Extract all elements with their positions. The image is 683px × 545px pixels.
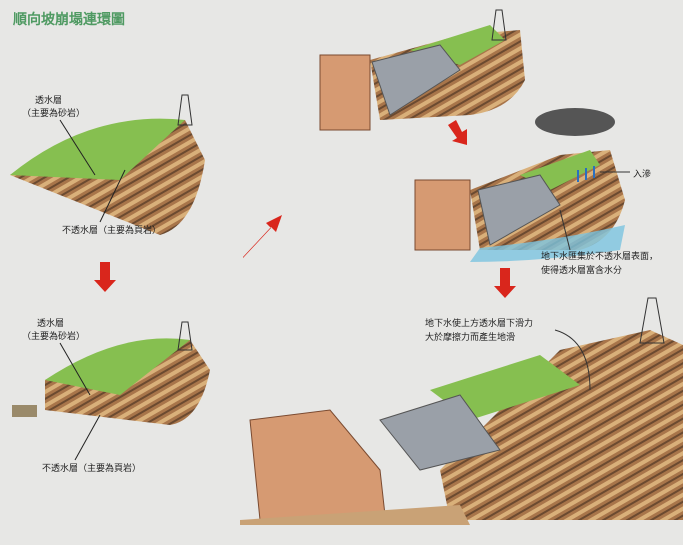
label-slide-1: 地下水使上方透水層下滑力 bbox=[425, 319, 534, 329]
label-impermeable-1: 不透水層（主要為頁岩） bbox=[62, 226, 162, 236]
label-slide-2: 大於摩擦力而產生地滑 bbox=[425, 333, 516, 343]
leader-lines bbox=[59, 119, 126, 461]
label-groundwater-2: 使得透水層富含水分 bbox=[541, 266, 623, 276]
label-permeable-note-1: （主要為砂岩） bbox=[22, 109, 86, 119]
slope-scene-4 bbox=[414, 108, 630, 262]
arrow-down-1 bbox=[94, 262, 116, 292]
label-permeable-1: 透水層 bbox=[35, 96, 63, 106]
arrow-down-2 bbox=[448, 120, 467, 145]
label-permeable-2: 透水層 bbox=[37, 319, 65, 329]
label-groundwater-1: 地下水匯集於不透水層表面， bbox=[541, 252, 659, 262]
sequence-arrows bbox=[94, 120, 516, 298]
arrow-down-3 bbox=[494, 268, 516, 298]
label-infiltration: 入滲 bbox=[633, 170, 652, 180]
diagram-title: 順向坡崩塌連環圖 bbox=[13, 12, 125, 28]
label-permeable-note-2: （主要為砂岩） bbox=[22, 332, 86, 342]
slope-scene-1 bbox=[10, 94, 205, 235]
arrow-diagonal bbox=[243, 215, 282, 258]
label-impermeable-2: 不透水層（主要為頁岩） bbox=[42, 464, 142, 474]
slope-scene-3 bbox=[319, 9, 525, 131]
landslide-scene bbox=[240, 297, 683, 525]
